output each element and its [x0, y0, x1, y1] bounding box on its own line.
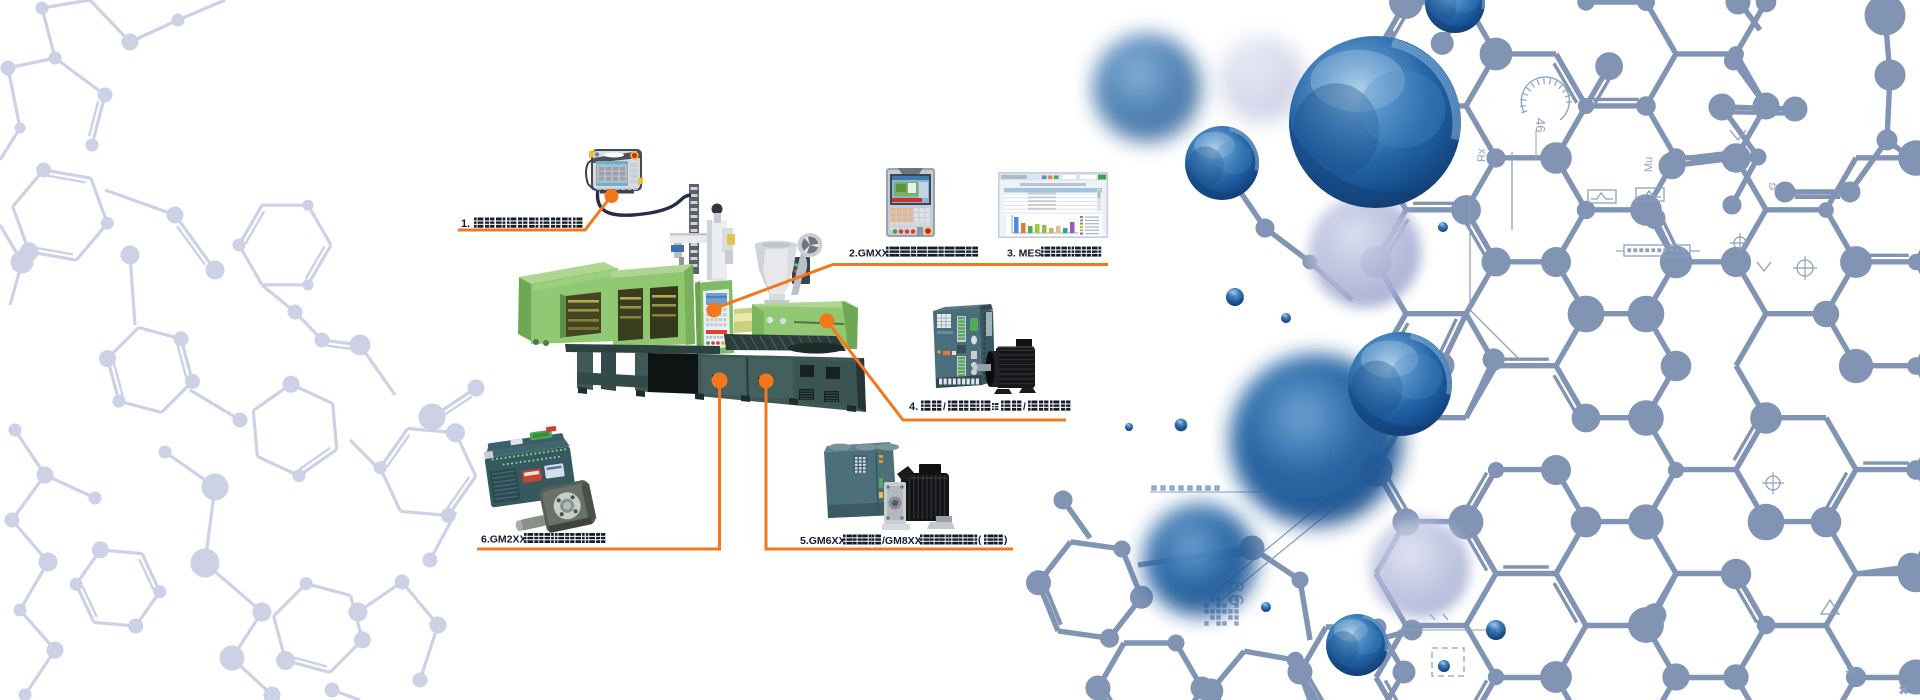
svg-text:46: 46 — [1533, 118, 1548, 132]
svg-text:Rx: Rx — [1476, 148, 1488, 162]
svg-text:⧉: ⧉ — [1769, 181, 1777, 193]
svg-text:5.GM6XX: 5.GM6XX — [800, 535, 846, 547]
svg-text:Mu: Mu — [1643, 157, 1655, 172]
svg-text:/GM8XX: /GM8XX — [882, 535, 922, 547]
svg-text:4.: 4. — [909, 401, 918, 413]
svg-text:✖: ✖ — [1898, 683, 1909, 698]
svg-text:/: / — [1023, 402, 1026, 413]
svg-text:(: ( — [978, 535, 982, 546]
svg-text:/: / — [943, 402, 946, 413]
svg-text:3. MES: 3. MES — [1007, 248, 1041, 260]
svg-text:6.GM2XX: 6.GM2XX — [481, 534, 527, 546]
svg-text:): ) — [1004, 535, 1007, 546]
svg-text:2.GMXX: 2.GMXX — [849, 248, 889, 260]
svg-text:❊: ❊ — [1845, 664, 1856, 679]
svg-text:1.: 1. — [461, 218, 470, 230]
